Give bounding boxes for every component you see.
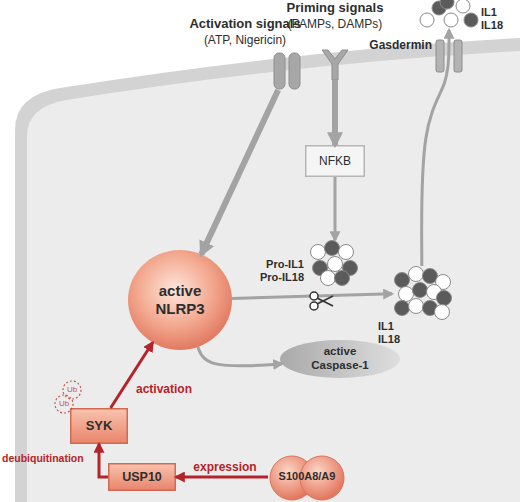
process-box: USP10 — [108, 463, 176, 491]
ubiquitin-circle — [63, 381, 81, 399]
released-cytokines: IL1 IL18 — [419, 0, 479, 30]
node-text: USP10 — [108, 470, 176, 485]
cytoplasm — [27, 51, 520, 502]
cytokine-molecule — [311, 245, 326, 260]
ubiquitin-label: Ub — [55, 399, 73, 409]
connector-arrow — [111, 343, 153, 408]
cytokine-molecule — [413, 283, 428, 298]
ion-channel: Activation signals(ATP, Nigericin) — [272, 52, 302, 90]
process-box: NFKB — [305, 145, 365, 177]
edge-label: activation — [136, 382, 206, 396]
edge-label: deubiquitination — [2, 452, 94, 465]
edge-label: expression — [187, 460, 263, 474]
cytokine-molecule — [328, 257, 343, 272]
cytokine-molecule — [325, 241, 340, 256]
node-text: (ATP, Nigericin) — [170, 33, 320, 47]
pore-subunit — [436, 40, 444, 72]
connector-arrow — [176, 476, 268, 479]
cytokine-molecule — [435, 305, 450, 320]
pro-cytokine-cluster: Pro-IL1 Pro-IL18 — [308, 240, 362, 286]
node-text: IL1 IL18 — [481, 6, 517, 32]
pore-subunit — [454, 40, 462, 72]
node-shape — [322, 50, 348, 80]
node-shape — [272, 52, 302, 90]
box-outline — [306, 146, 365, 177]
node-shape — [436, 40, 462, 72]
node-text: Priming signals — [260, 0, 410, 16]
node-text: Pro-IL1 Pro-IL18 — [254, 258, 304, 284]
cytokine-molecule — [409, 299, 424, 314]
cytokine-molecule — [440, 0, 454, 9]
cytokine-molecule — [399, 287, 414, 302]
node-text: SYK — [70, 418, 128, 434]
cytokine-molecule — [444, 13, 458, 27]
channel-subunit — [289, 53, 300, 89]
inflammasome-circle: active NLRP3 — [128, 250, 232, 350]
cytokine-molecule — [420, 13, 434, 27]
cell-membrane — [15, 38, 520, 502]
receptor: Priming signals(PAMPs, DAMPs) — [322, 50, 348, 80]
scissors-symbol — [310, 292, 333, 310]
connector-arrow — [332, 80, 338, 145]
cytokine-molecule — [335, 271, 350, 286]
node-shape — [392, 266, 452, 320]
cytokine-cluster: IL1 IL18 — [392, 266, 452, 320]
caspase-ellipse: active Caspase-1 — [280, 340, 400, 378]
ubiquitin-label: Ub — [63, 385, 81, 395]
node-text: active NLRP3 — [140, 282, 220, 318]
node-shape — [419, 0, 479, 30]
connector-arrow — [99, 444, 108, 477]
box-outline — [71, 409, 128, 444]
cytokine-molecule — [321, 271, 336, 286]
node-text: active Caspase-1 — [305, 345, 375, 373]
cytokine-molecule — [339, 245, 354, 260]
cytokine-molecule — [395, 273, 410, 288]
connector-arrow — [232, 294, 392, 299]
node-text: S100A8/A9 — [268, 470, 346, 483]
connector-arrow — [201, 90, 278, 254]
node-text: Gasdermin — [360, 38, 432, 52]
ellipse-outline — [128, 250, 232, 350]
node-shape — [308, 240, 362, 286]
cytokine-molecule — [395, 301, 410, 316]
node-text: NFKB — [305, 154, 365, 168]
cytokine-molecule — [464, 13, 478, 27]
node-text: IL1 IL18 — [378, 320, 410, 346]
box-outline — [109, 464, 176, 491]
cytokine-molecule — [456, 0, 470, 13]
ellipse-outline — [280, 340, 400, 378]
protein-complex: S100A8/A9 — [268, 452, 346, 502]
connector-arrow — [198, 347, 282, 366]
cytokine-molecule — [437, 291, 452, 306]
cytokine-molecule — [409, 267, 424, 282]
connector-arrow — [422, 30, 449, 266]
channel-subunit — [274, 53, 285, 89]
node-text: (PAMPs, DAMPs) — [260, 17, 410, 31]
connector-arrow — [334, 177, 337, 240]
gasdermin-pore: Gasdermin — [436, 40, 462, 72]
receptor-symbol — [322, 50, 348, 80]
process-box: SYK — [70, 408, 128, 444]
ubiquitin-circle — [55, 395, 73, 413]
